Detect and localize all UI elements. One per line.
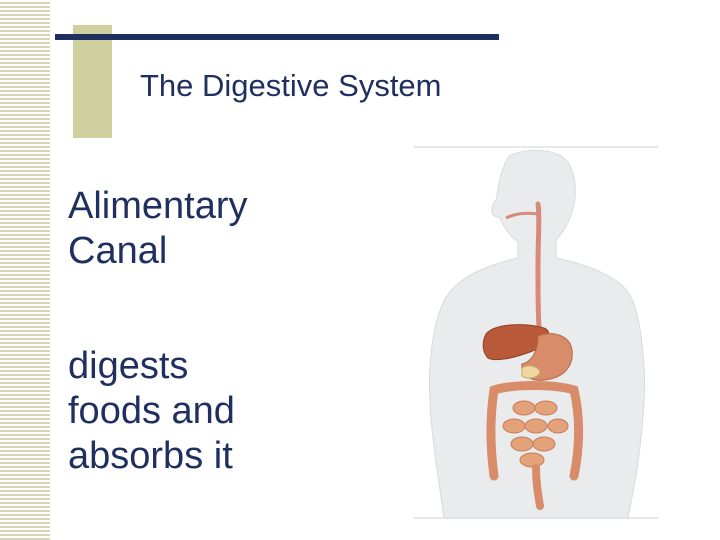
left-stripe-decoration: [0, 0, 50, 540]
esophagus: [535, 201, 543, 344]
slide-title: The Digestive System: [140, 68, 442, 103]
title-accent-block: [73, 25, 112, 138]
title-rule: [55, 34, 499, 40]
liver: [482, 324, 550, 361]
body-line: digests: [68, 345, 189, 387]
body-line: foods and: [68, 390, 235, 432]
body-line: absorbs it: [68, 435, 233, 477]
small-intestine: [502, 400, 569, 468]
body-line: Canal: [68, 230, 168, 272]
digestive-system-illustration: [414, 146, 658, 519]
body-line: Alimentary: [68, 185, 248, 227]
large-intestine: [486, 381, 583, 481]
rectum: [532, 464, 544, 510]
gallbladder: [521, 365, 541, 379]
mouth-cavity: [505, 211, 539, 220]
